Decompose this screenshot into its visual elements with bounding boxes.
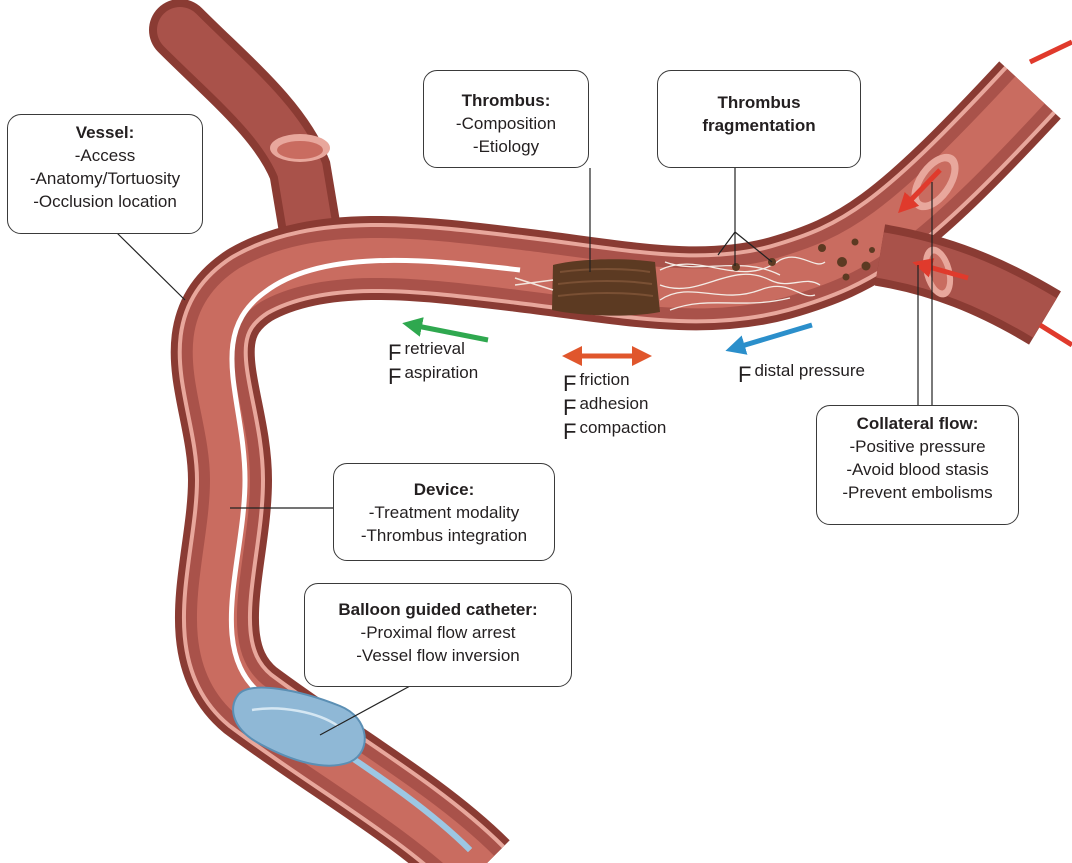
balloon: [233, 688, 365, 766]
collateral-callout: Collateral flow: -Positive pressure -Avo…: [816, 405, 1019, 525]
vessel-title: Vessel:: [16, 121, 194, 144]
collateral-line-embolisms: -Prevent embolisms: [825, 481, 1010, 504]
force-compaction-label: compaction: [579, 418, 666, 437]
distal-pressure-arrow: [735, 325, 812, 348]
retrieval-arrow: [412, 325, 488, 340]
collateral-line-pressure: -Positive pressure: [825, 435, 1010, 458]
balloon-title: Balloon guided catheter:: [313, 598, 563, 621]
force-symbol: F: [563, 419, 576, 444]
force-adhesion-label: adhesion: [579, 394, 648, 413]
device-line-integration: -Thrombus integration: [342, 524, 546, 547]
fragmentation-title-2: fragmentation: [666, 114, 852, 137]
force-friction-label: friction: [579, 370, 629, 389]
device-line-modality: -Treatment modality: [342, 501, 546, 524]
force-symbol: F: [563, 395, 576, 420]
force-symbol: F: [388, 364, 401, 389]
thrombus-callout: Thrombus: -Composition -Etiology: [423, 70, 589, 168]
balloon-line-inversion: -Vessel flow inversion: [313, 644, 563, 667]
fragmentation-callout: Thrombus fragmentation: [657, 70, 861, 168]
force-retrieval-label: retrieval: [404, 339, 464, 358]
vessel-line-anatomy: -Anatomy/Tortuosity: [16, 167, 194, 190]
vessel-callout: Vessel: -Access -Anatomy/Tortuosity -Occ…: [7, 114, 203, 234]
thrombus-line-etiology: -Etiology: [432, 135, 580, 158]
balloon-line-arrest: -Proximal flow arrest: [313, 621, 563, 644]
thrombus-title: Thrombus:: [432, 89, 580, 112]
vessel-line-access: -Access: [16, 144, 194, 167]
force-symbol: F: [563, 371, 576, 396]
fragmentation-title-1: Thrombus: [666, 91, 852, 114]
force-symbol: F: [738, 362, 751, 387]
force-symbol: F: [388, 340, 401, 365]
balloon-callout: Balloon guided catheter: -Proximal flow …: [304, 583, 572, 687]
device-callout: Device: -Treatment modality -Thrombus in…: [333, 463, 555, 561]
force-distal-pressure-label: distal pressure: [754, 361, 865, 380]
thrombus-line-composition: -Composition: [432, 112, 580, 135]
collateral-title: Collateral flow:: [825, 412, 1010, 435]
vessel-line-occlusion: -Occlusion location: [16, 190, 194, 213]
force-aspiration-label: aspiration: [404, 363, 478, 382]
collateral-line-stasis: -Avoid blood stasis: [825, 458, 1010, 481]
device-title: Device:: [342, 478, 546, 501]
